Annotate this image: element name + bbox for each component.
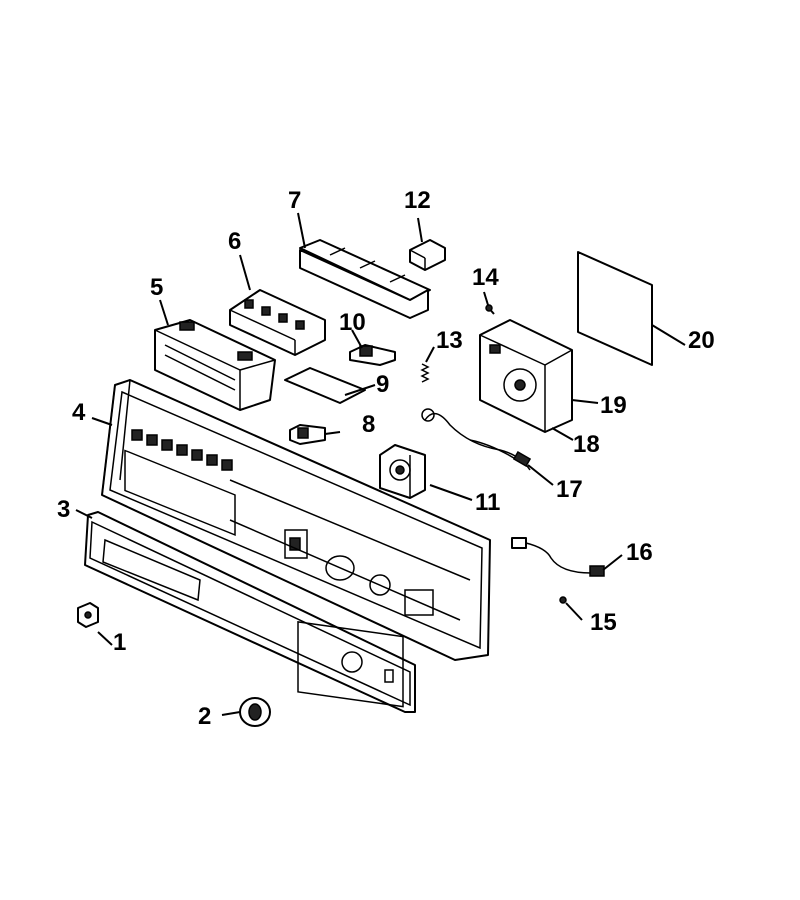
part-1-clip	[77, 602, 99, 628]
part-2-knob	[239, 697, 271, 727]
part-5-module	[154, 319, 276, 411]
callout-16: 16	[626, 539, 653, 566]
part-9-plate	[284, 367, 366, 404]
leader-lines	[75, 212, 686, 716]
callout-12: 12	[404, 187, 431, 214]
callout-labels: 1 2 3 4 5 6 7 8 9 10 11 12 13 14 15 16 1…	[57, 187, 715, 730]
callout-18: 18	[573, 431, 600, 458]
callout-13: 13	[436, 327, 463, 354]
part-12-clip	[409, 239, 446, 271]
callout-5: 5	[150, 274, 163, 301]
part-20-cover	[577, 251, 653, 366]
part-7-bracket	[299, 239, 431, 319]
part-15-screw	[559, 596, 567, 604]
part-11-motor	[379, 444, 426, 499]
callout-6: 6	[228, 228, 241, 255]
callout-8: 8	[362, 411, 375, 438]
part-8-switch	[289, 424, 326, 445]
callout-1: 1	[113, 629, 126, 656]
part-4-control-panel	[101, 379, 491, 661]
part-19-timer	[479, 319, 573, 433]
part-16-connector	[511, 537, 605, 577]
callout-2: 2	[198, 703, 211, 730]
callout-19: 19	[600, 392, 627, 419]
callout-10: 10	[339, 309, 366, 336]
callout-4: 4	[72, 399, 86, 426]
callout-14: 14	[472, 264, 499, 291]
callout-3: 3	[57, 496, 70, 523]
part-6-switch-bank	[229, 289, 326, 356]
part-17-cable	[469, 439, 532, 467]
part-10-cam	[349, 344, 396, 366]
part-13-spring	[420, 363, 430, 383]
part-18-harness	[421, 408, 531, 471]
callout-20: 20	[688, 327, 715, 354]
callout-11: 11	[475, 489, 500, 516]
callout-9: 9	[376, 371, 389, 398]
callout-7: 7	[288, 187, 301, 214]
part-14-screw	[485, 304, 495, 315]
callout-17: 17	[556, 476, 583, 503]
part-3-front-fascia	[84, 511, 416, 713]
callout-15: 15	[590, 609, 617, 636]
